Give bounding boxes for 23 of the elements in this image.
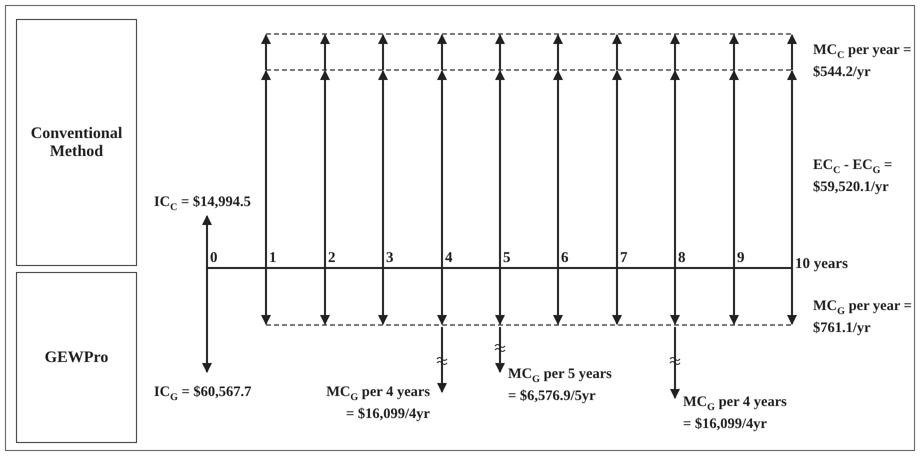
axis-tick-label: 7 <box>620 250 628 267</box>
cost-annotation: MC$_{G}$ per 4 years = $16,099/4yr <box>683 394 788 433</box>
axis-tick-label: 5 <box>503 250 510 267</box>
cost-annotation: MC$_{C}$ per year = $544.2/yr <box>813 42 912 81</box>
axis-tick-label: 9 <box>737 250 744 267</box>
axis-tick-label: 2 <box>328 250 336 267</box>
cost-annotation: MC$_{G}$ per 5 years = $6,576.9/5yr <box>508 366 613 405</box>
axis-tick-label: 10 years <box>795 256 848 273</box>
cost-annotation: EC$_{C}$ - EC$_{G}$ = $59,520.1/yr <box>813 157 893 196</box>
row-header-text: GEWPro <box>44 348 108 366</box>
row-header-box <box>16 272 137 443</box>
axis-tick-label: 4 <box>445 250 452 267</box>
axis-tick-label: 6 <box>561 250 568 267</box>
row-header-text: Conventional Method <box>30 124 124 160</box>
cost-annotation: MC$_{G}$ per year = $761.1/yr <box>813 298 913 337</box>
row-header-box <box>16 19 137 266</box>
cost-annotation: IC$_{C}$ = $14,994.5 <box>154 194 252 215</box>
cost-annotation: MC$_{G}$ per 4 years = $16,099/4yr <box>325 384 430 423</box>
axis-tick-label: 1 <box>269 250 276 267</box>
axis-tick-label: 8 <box>678 250 686 267</box>
cost-annotation: IC$_{G}$ = $60,567.7 <box>154 384 252 405</box>
axis-tick-label: 0 <box>210 250 218 267</box>
axis-tick-label: 3 <box>386 250 394 267</box>
